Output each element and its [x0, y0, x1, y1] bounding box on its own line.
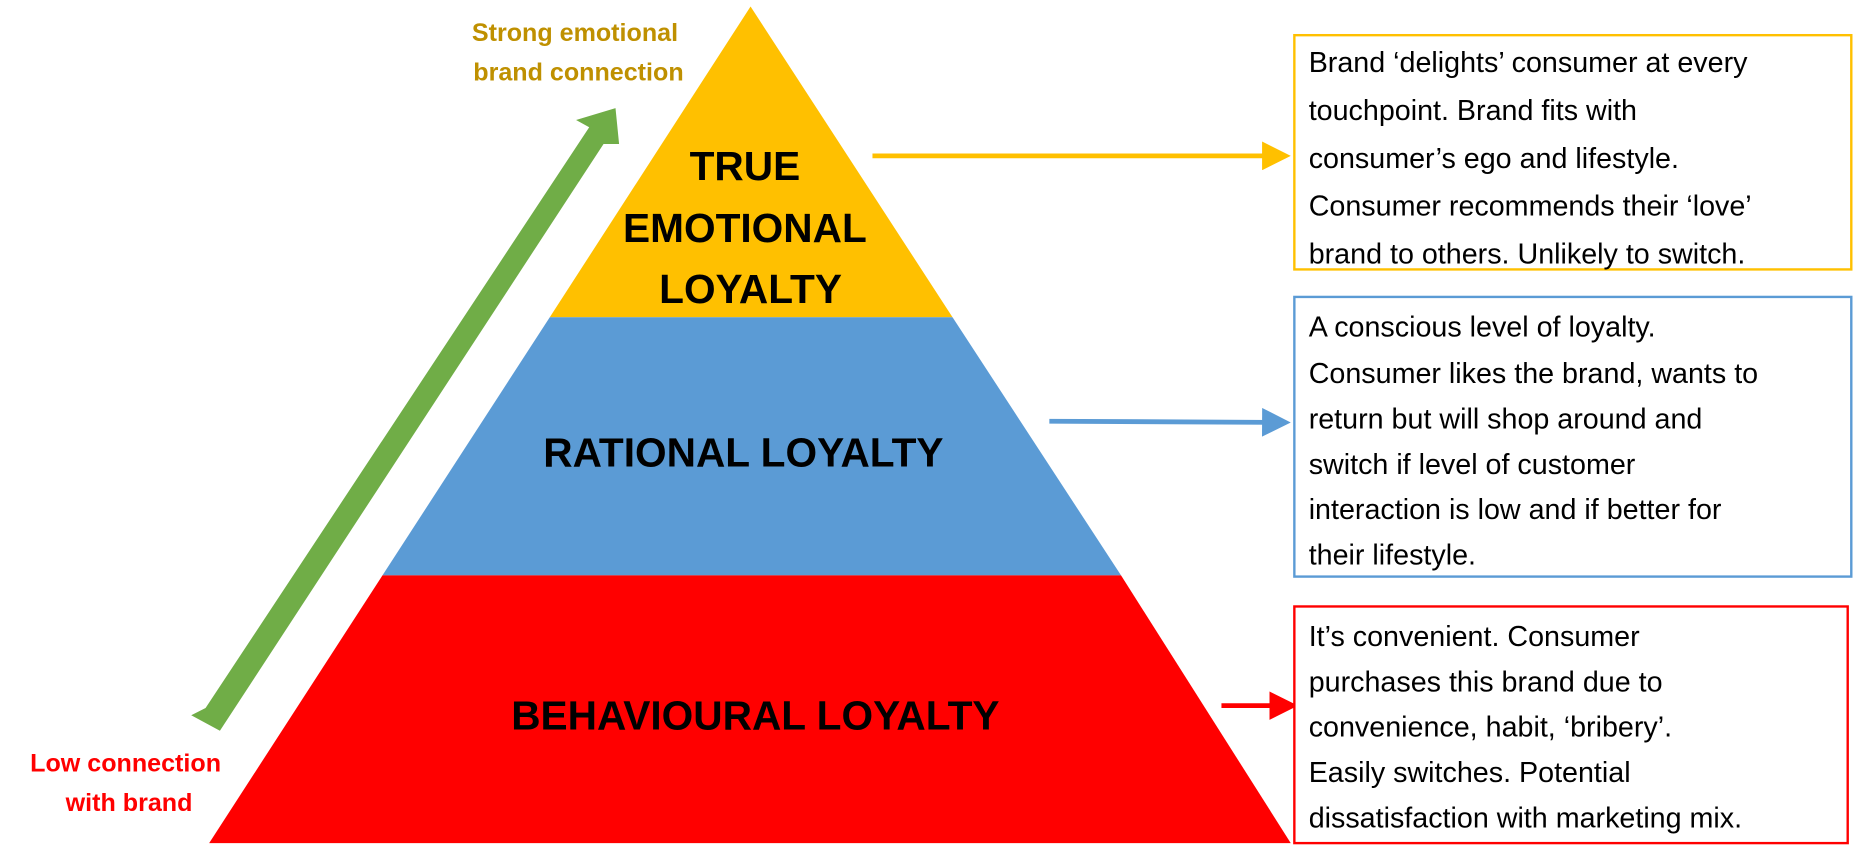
tier-behavioural: [209, 575, 1291, 844]
rational-description-box: [1293, 295, 1853, 578]
emotional-description: Brand ‘delights’ consumer at every touch…: [1309, 47, 1760, 270]
behavioural-description-box: [1293, 605, 1849, 845]
upward-arrow-icon: [191, 108, 620, 731]
behavioural-description: It’s convenient. Consumer purchases this…: [1309, 621, 1742, 835]
arrow-to-rational-box: [1049, 407, 1291, 437]
strong-connection-label: Strong emotional brand connection: [472, 19, 685, 86]
tier-label-rational: RATIONAL LOYALTY: [543, 430, 943, 476]
tier-label-true-emotional: TRUE EMOTIONAL LOYALTY: [623, 143, 878, 312]
tier-rational: [382, 317, 1122, 576]
low-connection-label: Low connection with brand: [30, 749, 228, 816]
tier-true-emotional: [549, 6, 953, 318]
rational-description: A conscious level of loyalty. Consumer l…: [1309, 311, 1766, 571]
emotional-description-box: [1293, 33, 1853, 271]
tier-label-behavioural: BEHAVIOURAL LOYALTY: [511, 693, 999, 739]
